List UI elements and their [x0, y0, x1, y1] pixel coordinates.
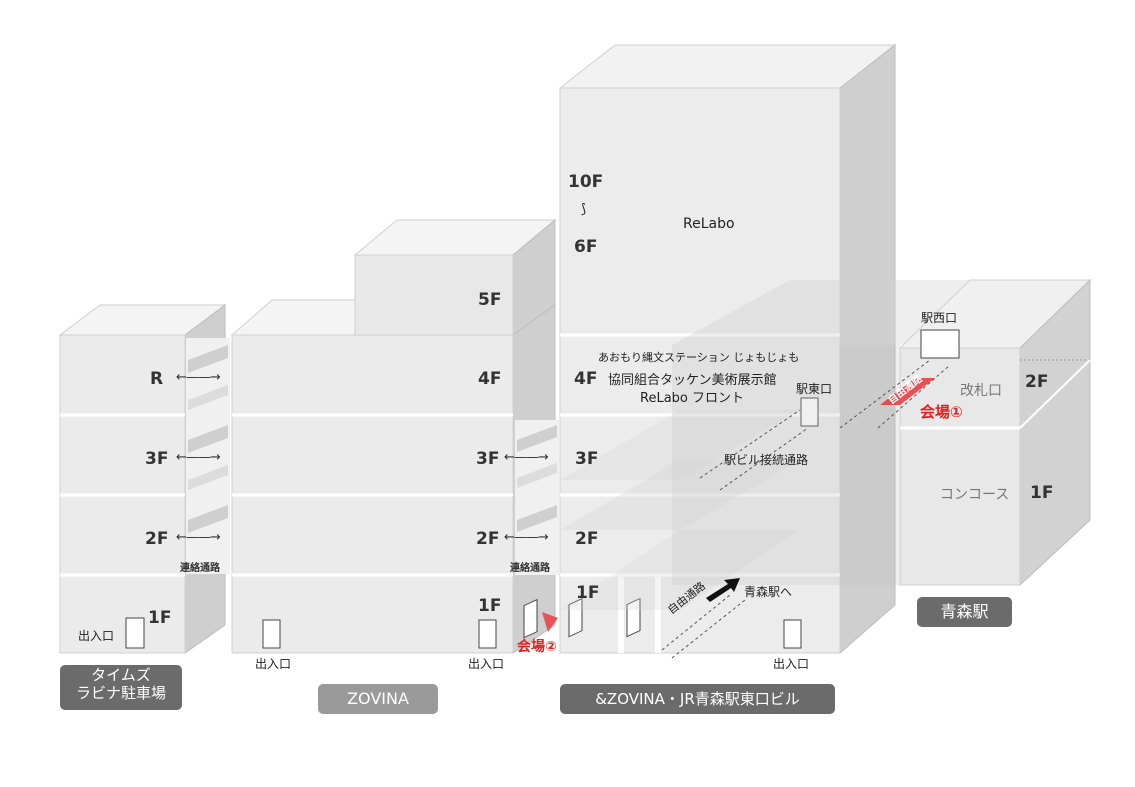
venue1-label[interactable]: 会場① — [920, 403, 963, 421]
times-floor-1f: 1F — [148, 608, 172, 628]
lovina-entrance-left: 出入口 — [255, 657, 292, 671]
jr-floor-4f: 4F — [574, 369, 598, 389]
relabo-label: ReLabo — [683, 216, 735, 232]
jr-floor-range-mark: ⟆ — [581, 202, 587, 217]
lovina-2f-arrow: ←——→ — [504, 530, 549, 545]
lovina-tag[interactable]: ΖOVINA — [318, 684, 438, 714]
lovina-entrance-right: 出入口 — [468, 657, 505, 671]
lovina-floor-3f: 3F — [476, 449, 500, 469]
tenant-takken: 協同組合タッケン美術展示館 — [608, 373, 777, 388]
tenant-relabo-front: ReLabo フロント — [640, 391, 744, 406]
jr-east-building-tag[interactable]: &ΖOVINA・JR青森駅東口ビル — [560, 684, 835, 714]
east-exit-label: 駅東口 — [796, 382, 833, 396]
jr-floor-1f: 1F — [576, 583, 600, 603]
lovina-floor-4f: 4F — [478, 369, 502, 389]
station-floor-2f: 2F — [1025, 372, 1049, 392]
connector-left — [186, 338, 230, 574]
jr-east-building — [523, 43, 897, 655]
station-link-volume — [560, 280, 1020, 610]
times-floor-2f: 2F — [145, 529, 169, 549]
lovina-floor-1f: 1F — [478, 596, 502, 616]
tenant-jomojomo: あおもり縄文ステーション じょもじょも — [598, 351, 800, 364]
station-floor-1f: 1F — [1030, 483, 1054, 503]
connector-label-left: 連絡通路 — [180, 563, 220, 574]
aomori-station-tag[interactable]: 青森駅 — [917, 597, 1012, 627]
free-passage-lines — [661, 359, 951, 659]
lovina-building — [230, 218, 557, 654]
jr-floor-3f: 3F — [575, 449, 599, 469]
times-2f-arrow: ←——→ — [176, 530, 221, 545]
to-station-label: 青森駅へ — [744, 585, 793, 599]
connector-label-right: 連絡通路 — [510, 563, 550, 574]
west-exit-label: 駅西口 — [921, 311, 958, 325]
venue2-label[interactable]: 会場② — [517, 639, 557, 655]
times-3f-arrow: ←——→ — [176, 450, 221, 465]
times-floor-r: R — [150, 369, 164, 389]
venue2-highlight — [542, 612, 558, 632]
concourse-label: コンコース — [940, 487, 1010, 503]
ticket-gate-label: 改札口 — [960, 383, 1002, 399]
lovina-3f-arrow: ←——→ — [504, 450, 549, 465]
venue1-highlight — [880, 378, 935, 405]
times-entrance-label: 出入口 — [78, 629, 115, 643]
jr-entrance-label: 出入口 — [773, 657, 810, 671]
times-r-arrow: ←——→ — [176, 370, 221, 385]
jr-floor-6f: 6F — [574, 237, 598, 257]
station-link-label: 駅ビル接続通路 — [724, 453, 809, 467]
times-parking-tag[interactable]: タイムズ ラビナ駐車場 — [60, 665, 182, 710]
jr-floor-10f: 10F — [568, 172, 604, 192]
connector-right — [515, 420, 559, 575]
lovina-floor-5f: 5F — [478, 290, 502, 310]
lovina-floor-2f: 2F — [476, 529, 500, 549]
jr-floor-2f: 2F — [575, 529, 599, 549]
times-floor-3f: 3F — [145, 449, 169, 469]
